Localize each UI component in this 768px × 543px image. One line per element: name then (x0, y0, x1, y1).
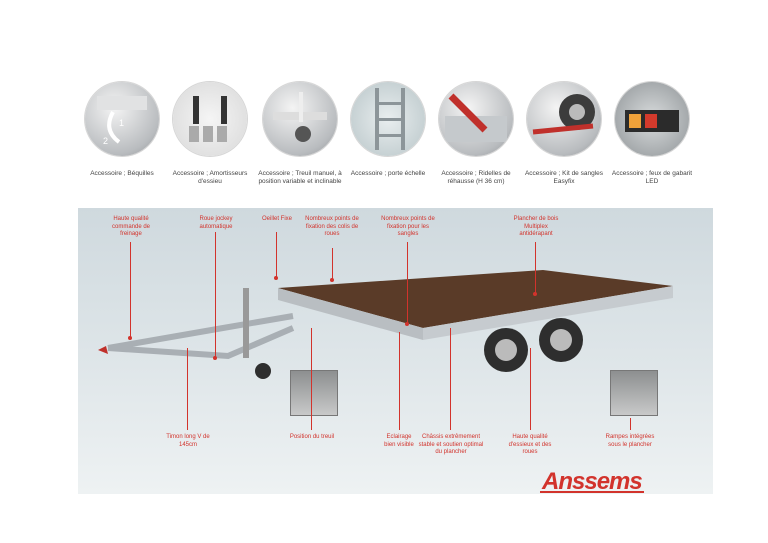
callout-ramps: Rampes intégrées sous le plancher (605, 434, 655, 448)
winch-icon (263, 82, 337, 156)
callout-wheel-fixing-points: Nombreux points de fixation des colis de… (305, 216, 359, 237)
svg-text:2: 2 (103, 136, 108, 146)
shock-absorber-icon (173, 82, 247, 156)
callout-lighting: Eclairage bien visible (384, 434, 414, 448)
accessory-winch: Accessoire ; Treuil manuel, à position v… (256, 82, 344, 186)
accessory-ladder-rack: Accessoire ; porte échelle (344, 82, 432, 178)
accessory-caption: Accessoire ; porte échelle (350, 170, 426, 177)
accessory-caption: Accessoire ; Treuil manuel, à position v… (258, 170, 342, 185)
accessory-caption: Accessoire ; Ridelles de réhausse (H 36 … (441, 170, 511, 185)
wooden-deck (278, 270, 673, 328)
deck-side-long (423, 286, 673, 340)
trailer-illustration (98, 270, 673, 379)
accessory-side-panel: Accessoire ; Ridelles de réhausse (H 36 … (432, 82, 520, 186)
callout-brake: Haute qualité commande de freinage (111, 216, 151, 237)
accessory-caption: Accessoire ; Béquilles (90, 170, 154, 177)
ramp-inset (610, 370, 658, 416)
accessory-led-light: Accessoire ; feux de gabarit LED (608, 82, 696, 186)
accessory-shock-absorber: Accessoire ; Amortisseurs d'essieu (166, 82, 254, 186)
ladder-rack-icon (351, 82, 425, 156)
v-drawbar (107, 313, 295, 360)
accessory-strap-kit: Accessoire ; Kit de sangles Easyfix (520, 82, 608, 186)
accessory-caption: Accessoire ; Amortisseurs d'essieu (172, 170, 248, 185)
strap-kit-icon (527, 82, 601, 156)
trailer-diagram-panel: Haute qualité commande de freinage Roue … (78, 208, 713, 494)
coupling-head (98, 346, 108, 354)
accessory-caption: Accessoire ; feux de gabarit LED (611, 170, 693, 185)
callout-eyelet: Oeillet Fixe (262, 216, 293, 222)
callout-jockey-wheel: Roue jockey automatique (199, 216, 233, 230)
callout-winch-position: Position du treuil (289, 434, 335, 440)
callout-strap-points: Nombreux points de fixation pour les san… (381, 216, 435, 237)
jockey-wheel (255, 363, 271, 379)
callout-drawbar: Timon long V de 145cm (166, 434, 210, 448)
deck-side-front (278, 288, 423, 340)
svg-text:1: 1 (119, 118, 124, 128)
led-light-icon (615, 82, 689, 156)
side-panel-icon (439, 82, 513, 156)
jockey-wheel-post (243, 288, 249, 358)
callout-plywood-floor: Plancher de bois Multiplex antidérapant (513, 216, 559, 237)
brand-underline (540, 491, 644, 493)
brand-logo: Anssems (542, 468, 643, 495)
callout-axles: Haute qualité d'essieux et des roues (508, 434, 552, 455)
callout-chassis: Châssis extrêmement stable et soutien op… (418, 434, 484, 455)
accessory-caption: Accessoire ; Kit de sangles Easyfix (524, 170, 604, 185)
winch-position-inset (290, 370, 338, 416)
